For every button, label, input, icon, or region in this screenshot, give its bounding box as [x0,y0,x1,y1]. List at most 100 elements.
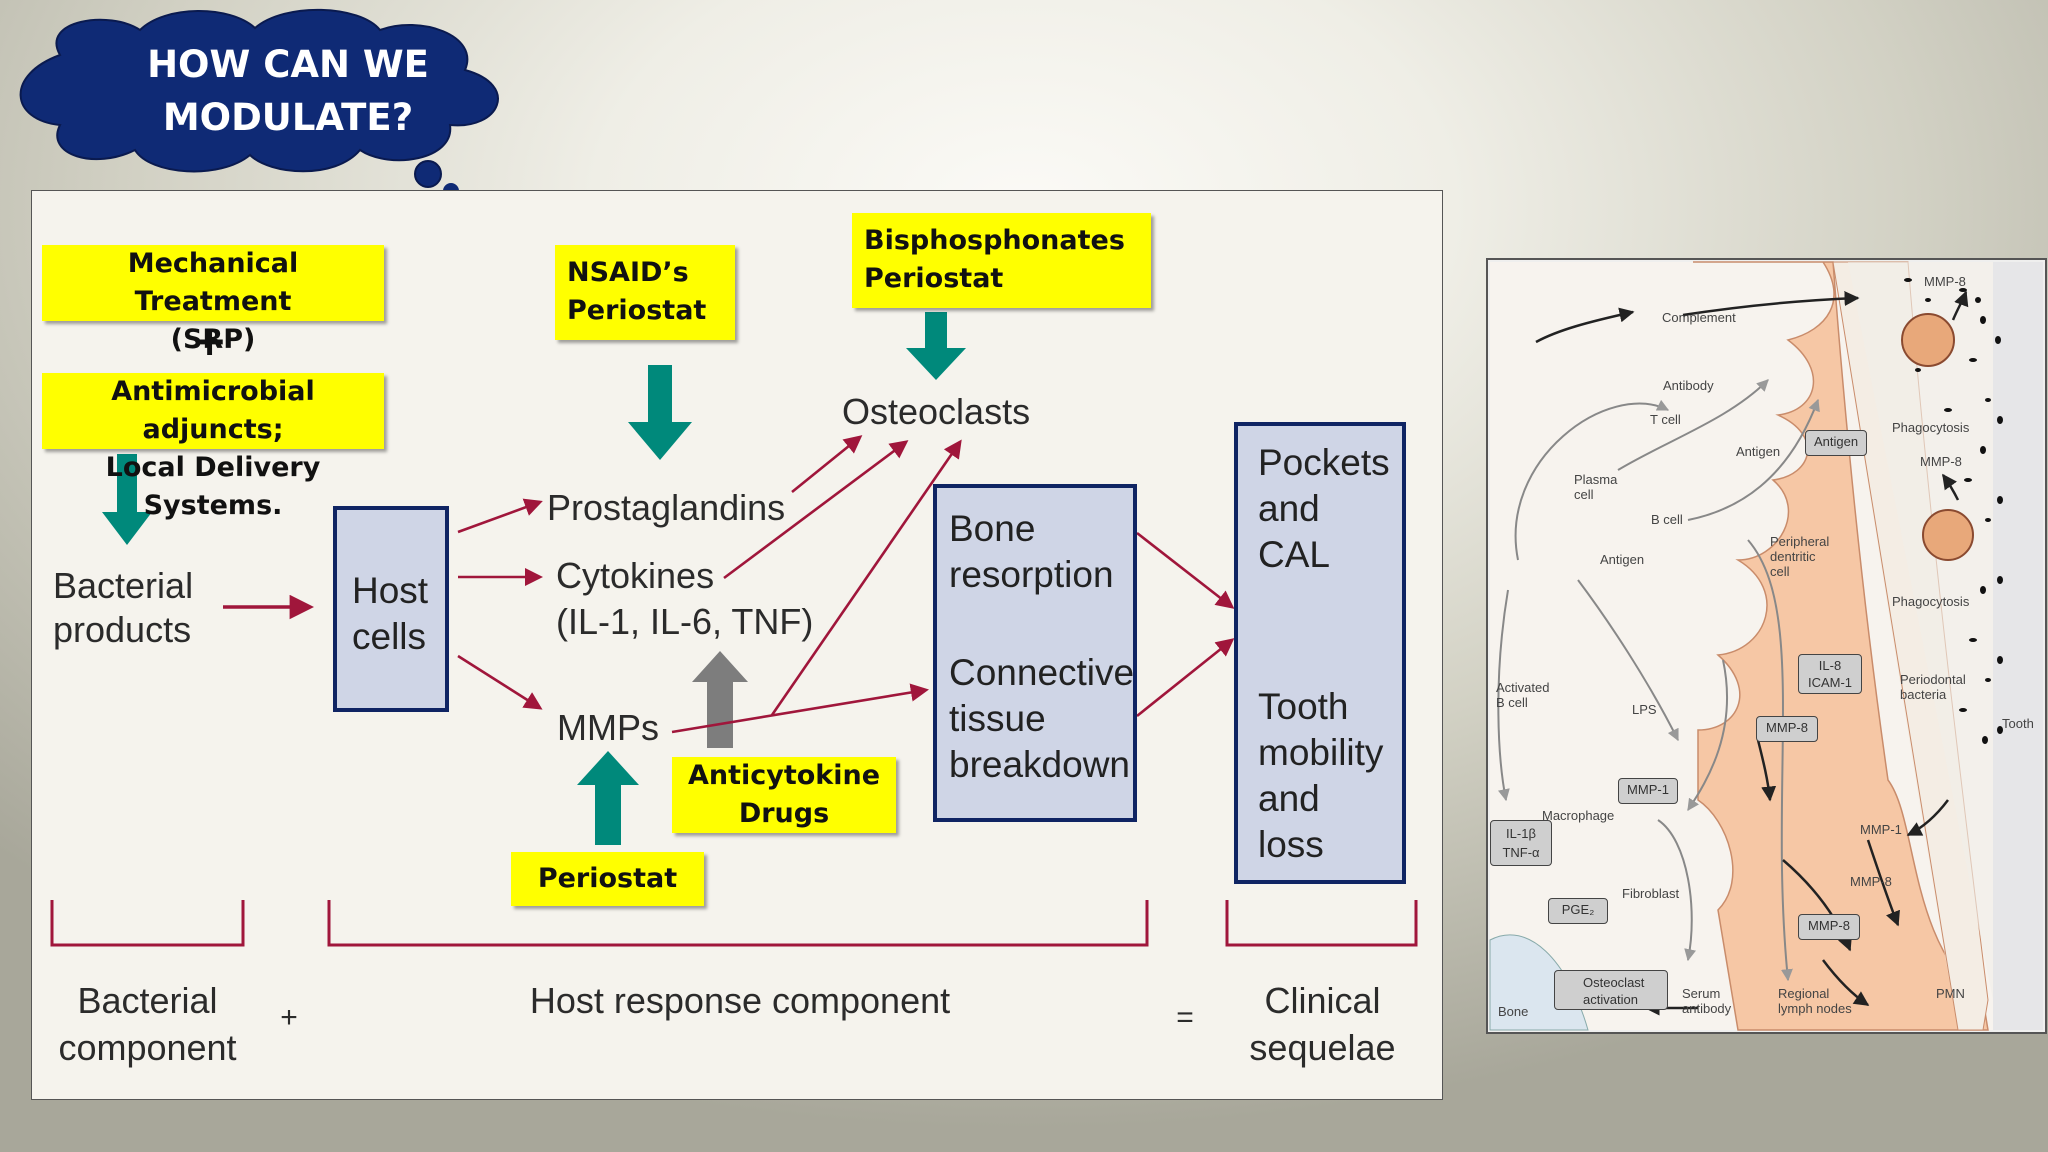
activated-line2: B cell [1496,695,1528,710]
osteo-line1: Osteoclast [1583,975,1645,990]
il1-line2: TNF-α [1502,845,1540,860]
box-pge2: PGE₂ [1548,898,1608,924]
label-complement: Complement [1662,310,1736,325]
label-mmp8-mid: MMP-8 [1920,454,1962,469]
serum-line2: antibody [1682,1001,1732,1016]
periostat-label: Periostat [537,863,678,894]
bact-comp-line1: Bacterial [77,980,218,1021]
bisphosphonates-box: Bisphosphonates Periostat [852,213,1151,308]
plasma-line2: cell [1574,487,1594,502]
perio-line2: bacteria [1900,687,1947,702]
host-response-label: Host response component [529,980,951,1021]
perio-line1: Periodontal [1900,672,1966,687]
box-mmp1: MMP-1 [1618,778,1678,804]
bracket-clinical [1225,900,1418,947]
pockets-line2: and [1258,488,1320,529]
anticytokine-line1: Anticytokine [687,760,881,791]
bone-line2: resorption [949,554,1114,595]
arrow-host-prosta [457,498,543,534]
label-fibroblast: Fibroblast [1622,886,1680,901]
label-peripheral-cell: Peripheral dentritic cell [1770,534,1829,579]
il8-line1: IL-8 [1818,658,1842,673]
tooth-line4: loss [1258,824,1324,865]
teal-arrow-nsaid [628,365,692,460]
tooth-line3: and [1258,778,1320,819]
antimicrobial-line1: Antimicrobial adjuncts; [111,376,315,445]
label-mmp8-top: MMP-8 [1924,274,1966,289]
plus-operator: + [280,1001,298,1034]
mmps-label: MMPs [557,707,659,748]
osteo-line2: activation [1583,992,1638,1007]
phagocyte-mid [1922,509,1974,561]
regional-line2: lymph nodes [1778,1001,1852,1016]
bisphos-line2: Periostat [864,263,1004,294]
bacterial-component-label: Bacterial component [40,977,255,1071]
pockets-line3: CAL [1258,534,1330,575]
cytokines-line1: Cytokines [556,555,715,596]
antimicrobial-line2: Local Delivery Systems. [105,452,321,521]
label-phagocytosis-2: Phagocytosis [1892,594,1970,609]
regional-line1: Regional [1778,986,1830,1001]
peripheral-line1: Peripheral [1770,534,1830,549]
prostaglandins-label: Prostaglandins [547,487,786,528]
box-il1-tnf: IL-1β TNF-α [1490,820,1552,866]
plus-sign: + [192,316,228,365]
il1-line1: IL-1β [1506,826,1536,841]
periodontal-schematic: Complement Antibody T cell Antigen Antig… [1486,258,2047,1034]
clinical-outcome-box: Pockets and CAL Tooth mobility and loss [1234,422,1406,884]
label-activated-b-cell: Activated B cell [1496,680,1549,710]
host-line2: cells [352,616,427,657]
osteoclasts-label: Osteoclasts [842,391,1031,432]
bact-comp-line2: component [58,1027,237,1068]
label-t-cell: T cell [1650,412,1681,427]
mechanical-treatment-box: Mechanical Treatment (SRP) [42,245,384,355]
cloud-title-line1: HOW CAN WE [147,43,429,86]
arrow-bone-pockets [1136,531,1235,609]
bracket-host [327,900,1149,947]
host-cells-box: Host cells [333,506,449,712]
nsaid-line2: Periostat [567,295,707,326]
arrow-host-mmp [457,654,543,710]
box-antigen: Antigen [1805,430,1867,456]
label-antigen-top: Antigen [1736,444,1781,459]
anticytokine-line2: Drugs [738,798,830,829]
arrow-prosta-osteo [791,435,863,494]
label-serum-antibody: Serum antibody [1682,986,1731,1016]
anticytokine-box: Anticytokine Drugs [672,757,896,833]
bacterial-products-label: Bacterial products [53,564,193,652]
label-pmn: PMN [1936,986,1965,1001]
nsaid-line1: NSAID’s [567,257,689,288]
clinical-line2: sequelae [1249,1027,1396,1068]
conn-line3: breakdown [949,744,1131,785]
teal-arrow-periostat [577,751,639,845]
cloud-title-line2: MODULATE? [162,96,414,139]
label-plasma-cell: Plasma cell [1574,472,1617,502]
host-line1: Host [352,570,429,611]
gingival-tissue [1693,261,1989,1031]
arrows-layer [50,312,1418,947]
label-antibody: Antibody [1663,378,1714,393]
bacterial-line2: products [53,609,192,650]
label-lps: LPS [1632,702,1657,717]
box-mmp8-a: MMP-8 [1756,716,1818,742]
label-phagocytosis-1: Phagocytosis [1892,420,1970,435]
bracket-bacterial [50,900,245,947]
label-tooth: Tooth [2002,716,2034,731]
teal-arrows [102,312,966,845]
tooth-line2: mobility [1258,732,1384,773]
phagocyte-top [1901,313,1955,367]
activated-line1: Activated [1496,680,1550,695]
grey-arrow-anticytokine [692,651,748,748]
bacterial-line1: Bacterial [53,565,194,606]
cytokines-detail-label: (IL-1, IL-6, TNF) [556,601,814,642]
serum-line1: Serum [1682,986,1721,1001]
clinical-line1: Clinical [1264,980,1381,1021]
mechanical-line1: Mechanical Treatment [127,248,299,317]
label-mmp8-free: MMP-8 [1850,874,1892,889]
antimicrobial-box: Antimicrobial adjuncts; Local Delivery S… [42,373,384,521]
periostat-box: Periostat [511,852,704,906]
red-arrows [223,435,1235,734]
arrow-cyto-osteo [723,440,909,580]
host-modulation-diagram [31,190,1443,1100]
label-antigen-left: Antigen [1600,552,1645,567]
